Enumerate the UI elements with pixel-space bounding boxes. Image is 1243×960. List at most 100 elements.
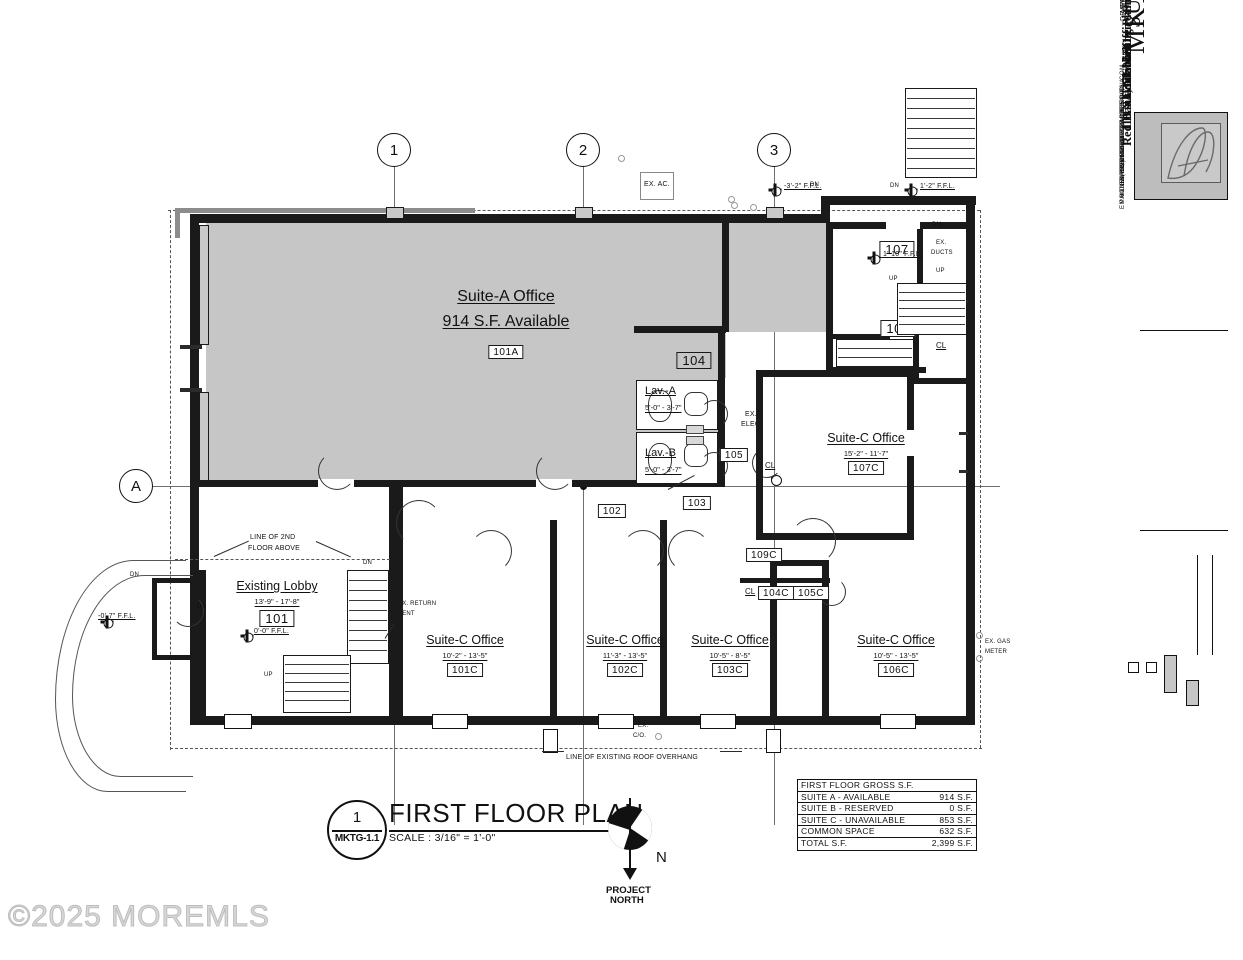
ffl-symbol-1-2 [904,183,918,197]
lav-a-dims: 5'-0" - 3'-7" [645,403,682,412]
north-arrow-wedge-2 [608,819,630,850]
ffl-symbol-1-10 [867,251,881,265]
stair-tread [349,650,387,652]
stair-tread [349,630,387,632]
leader-2nd-floor-left [213,540,249,557]
leader-2nd-floor-right [315,541,351,558]
room-101-name: Existing Lobby [236,579,318,593]
lobby-stair [347,570,389,664]
grid-bubble-1: 1 [377,133,411,167]
stair-tread [907,168,975,170]
north-arrow-head [623,868,637,880]
east-window-3 [959,470,968,473]
stair-tread [349,590,387,592]
legend-row-suite-b: SUITE B - RESERVED 0 S.F. [798,803,976,815]
stair-tread [899,316,965,318]
wall-stair-west [917,229,923,329]
legend-row-total: TOTAL S.F. 2,399 S.F. [798,838,976,850]
stair-tread [907,158,975,160]
firm-logo-inner [1161,123,1221,183]
room-tag-103: 103 [682,496,712,510]
closet-label-1: CL [936,341,947,350]
ex-co-label-1: EX. [638,723,649,729]
room-106c-name: Suite-C Office [857,633,935,647]
utility-dot [731,202,738,209]
exterior-stair-top [905,88,977,178]
up-label-2: UP [936,268,945,274]
ex-elec-label-2: ELEC. [741,421,763,428]
north-caption-2: NORTH [610,895,644,906]
stair-tread [838,357,912,359]
suite-a-south-wall [199,480,724,487]
exterior-wall-north [190,214,830,223]
line-2nd-floor-label-1: LINE OF 2ND [250,534,296,541]
leader-overhang-left [542,751,564,752]
title-block: 09-10-24 PROJ# 24-012 AS NOTED DRAWN BY:… [1120,0,1243,960]
column-pad-1 [386,207,404,219]
detail-reference-bubble: 1 MKTG-1.1 [327,800,387,860]
overhang-line-top [168,210,980,211]
lav-a-name: Lav.-A [645,385,676,397]
room-103c-dims: 10'-5" - 8'-5" [709,651,751,660]
wall-107-north [826,222,886,229]
seal-rule-1 [1197,555,1199,655]
room-tag-102: 102 [597,504,627,518]
stair-tread [838,348,912,350]
wall-closet-bank [740,578,830,583]
overhang-line-left [170,210,171,750]
legend-value-suite-a: 914 S.F. [939,791,973,802]
exterior-wall-jog [821,196,830,222]
column-pad-2 [575,207,593,219]
stair-tread [285,673,349,675]
lav-b-dims: 5'-0" - 3'-7" [645,465,682,474]
room-102c-dims: 11'-3" - 13'-5" [602,651,648,660]
legend-header-row: FIRST FLOOR GROSS S.F. [798,780,976,792]
room-tag-107c: 107C [848,461,884,475]
wall-107c-west [756,370,763,540]
detail-number: 1 [352,809,362,826]
wall-107c-north [756,370,914,377]
gridline-3 [774,165,775,825]
vanity-a [686,425,704,434]
room-tag-106c: 106C [878,663,914,677]
door-arc-suite-a-2 [536,452,574,490]
room-107c-name: Suite-C Office [827,431,905,445]
stair-tread [349,610,387,612]
suite-a-name: Suite-A Office [457,288,555,305]
wall-107c-east-upper [907,370,914,430]
stair-tread [907,98,975,100]
room-tag-101: 101 [259,610,295,627]
firm-logo-mark [1167,127,1215,180]
suite-a-area: 914 S.F. Available [442,313,570,330]
door-arc-103c [668,530,710,572]
suite-a-tag: 101A [488,345,524,359]
stair-tread [907,128,975,130]
south-window-2 [598,714,634,729]
roof-edge-top [175,208,475,213]
legend-row-common: COMMON SPACE 632 S.F. [798,826,976,838]
ex-return-label-1: EX. RETURN [398,601,437,607]
legend-label-common: COMMON SPACE [801,826,875,837]
room-tag-104c: 104C [758,586,794,600]
firm-email: EMAIL GBARBERIO@GBARCHDESIGN.COM [1120,64,1126,209]
up-label-lobby: UP [264,672,273,678]
interior-stair-106 [836,339,914,367]
east-window-2 [959,432,968,435]
drawing-title: FIRST FLOOR PLAN [389,798,644,832]
detail-sheet-ref: MKTG-1.1 [334,833,380,844]
room-103c-name: Suite-C Office [691,633,769,647]
room-107c-dims: 15'-2" - 11'-7" [843,449,889,458]
ffl-symbol-3-2 [768,183,782,197]
ex-gas-label-2: METER [985,649,1007,655]
west-window-sill-1 [180,345,202,349]
lav-b-name: Lav.-B [645,447,676,459]
room-101c-dims: 10'-2" - 13'-5" [442,651,488,660]
room-101c-name: Suite-C Office [426,633,504,647]
wall-102c-east [660,520,667,720]
firm-marker-1 [1128,662,1139,673]
legend-value-common: 632 S.F. [939,826,973,837]
stair-tread [907,108,975,110]
toilet-a [648,390,672,422]
legend-row-suite-a: SUITE A - AVAILABLE 914 S.F. [798,791,976,803]
suite-a-ne-wall [722,219,729,332]
